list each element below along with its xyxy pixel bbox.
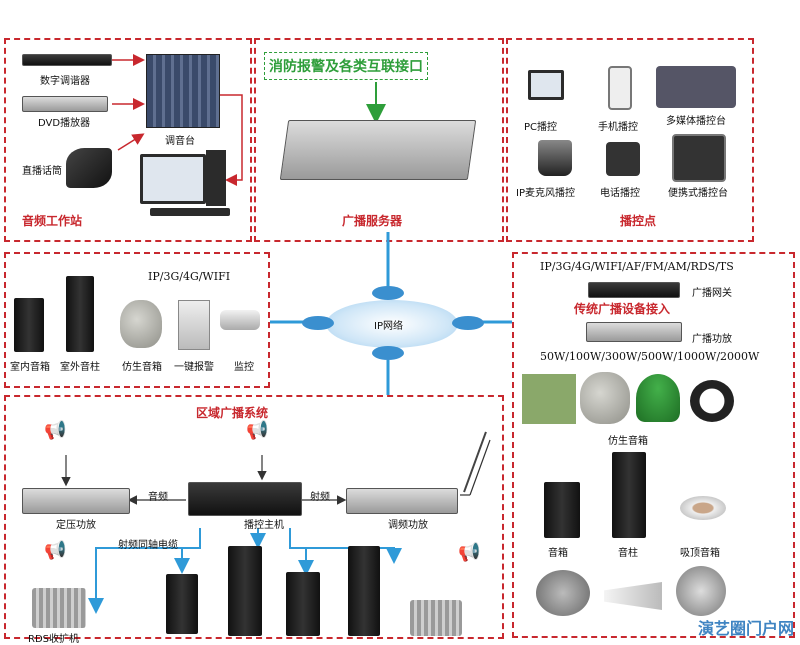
bionic-speaker-device	[120, 300, 162, 348]
broadcast-gateway-device	[588, 282, 680, 298]
multimedia-console-label: 多媒体播控台	[666, 116, 726, 127]
traditional-section	[512, 252, 795, 638]
bionic-rock-device	[580, 372, 630, 424]
ceiling-speaker-label: 吸顶音箱	[680, 548, 720, 559]
fire-alarm-box: 消防报警及各类互联接口	[264, 52, 428, 80]
broadcast-amp-device	[586, 322, 682, 342]
traditional-access-title: 传统广播设备接入	[574, 302, 671, 316]
workstation-tower	[206, 150, 226, 206]
host-label: 播控主机	[244, 520, 284, 531]
power-list-label: 50W/100W/300W/500W/1000W/2000W	[540, 350, 760, 363]
dvd-label: DVD播放器	[38, 118, 91, 129]
control-point-section	[506, 38, 754, 242]
audio-station-section	[4, 38, 252, 242]
right-protocols-label: IP/3G/4G/WIFI/AF/FM/AM/RDS/TS	[540, 260, 734, 273]
panda-speaker-device	[690, 380, 734, 422]
pc-control-label: PC播控	[524, 122, 558, 133]
outdoor-column-label: 室外音柱	[60, 362, 100, 373]
mobile-control-device	[608, 66, 632, 110]
broadcast-host-device	[188, 482, 302, 516]
workstation-keyboard	[150, 208, 230, 216]
horn-speaker-icon: 📢	[458, 542, 481, 563]
traditional-column-device	[612, 452, 646, 538]
indoor-speaker-label: 室内音箱	[10, 362, 50, 373]
outdoor-column-device	[66, 276, 94, 352]
broadcast-server-section	[254, 38, 504, 242]
amp-label: 广播功放	[692, 334, 732, 345]
horn-speaker-icon: 📢	[246, 420, 269, 441]
ip-mic-device	[538, 140, 572, 176]
horn-cluster-device	[676, 566, 726, 616]
portable-console-device	[672, 134, 726, 182]
ip-network-cloud	[326, 300, 458, 348]
traditional-speaker-device	[544, 482, 580, 538]
broadcast-server-device	[279, 120, 477, 180]
ip-mic-label: IP麦克风播控	[516, 188, 575, 199]
mixer-label: 调音台	[165, 136, 195, 147]
traditional-column-label: 音柱	[618, 548, 638, 559]
gateway-label: 广播网关	[692, 288, 732, 299]
mixer-device	[146, 54, 220, 128]
router-icon	[452, 316, 484, 330]
rds-receiver-device	[32, 588, 86, 628]
alarm-label: 一键报警	[174, 362, 214, 373]
telephone-device	[606, 142, 640, 176]
regional-title: 区域广播系统	[196, 406, 269, 420]
fm-amp-label: 调频功放	[388, 520, 428, 531]
rds-receiver-device	[410, 600, 462, 636]
horn-speaker-icon: 📢	[44, 420, 67, 441]
indoor-speaker-device	[14, 298, 44, 352]
tuner-label: 数字调谐器	[40, 76, 90, 87]
rds-label: RDS收扩机	[28, 634, 79, 645]
regional-section	[4, 395, 504, 639]
coax-label: 射频同轴电缆	[118, 540, 178, 551]
left-protocols-label: IP/3G/4G/WIFI	[148, 270, 231, 283]
multimedia-console-device	[656, 66, 736, 108]
dvd-player-device	[22, 96, 108, 112]
workstation-monitor	[140, 154, 206, 204]
tel-control-label: 电话播控	[600, 188, 640, 199]
ip-network-label: IP网络	[374, 321, 403, 332]
mic-label: 直播话筒	[22, 166, 62, 177]
audio-link-label: 音频	[148, 492, 168, 503]
mushroom-speaker-device	[636, 374, 680, 422]
traditional-speaker-label: 音箱	[548, 548, 568, 559]
camera-device	[220, 310, 260, 330]
digital-tuner-device	[22, 54, 112, 66]
broadcast-server-title: 广播服务器	[342, 214, 403, 228]
rf-link-label: 射频	[310, 492, 330, 503]
control-point-title: 播控点	[620, 214, 657, 228]
bionic-speaker-label: 仿生音箱	[122, 362, 162, 373]
camera-label: 监控	[234, 362, 254, 373]
router-icon	[302, 316, 334, 330]
const-amp-label: 定压功放	[56, 520, 96, 531]
regional-speaker-device	[286, 572, 320, 636]
pc-control-device	[528, 70, 564, 100]
alarm-button-device	[178, 300, 210, 350]
router-icon	[372, 286, 404, 300]
portable-console-label: 便携式播控台	[668, 188, 728, 199]
fm-amp-device	[346, 488, 458, 514]
ceiling-speaker-device	[680, 496, 726, 520]
bionic-rock-device	[522, 374, 576, 424]
horn-speaker-device	[536, 570, 590, 616]
mobile-control-label: 手机播控	[598, 122, 638, 133]
terminal-section	[4, 252, 270, 388]
microphone-device	[66, 148, 112, 188]
traditional-bionic-label: 仿生音箱	[608, 436, 648, 447]
regional-speaker-device	[166, 574, 198, 634]
regional-column-device	[228, 546, 262, 636]
const-voltage-amp-device	[22, 488, 130, 514]
regional-column-device	[348, 546, 380, 636]
audio-station-title: 音频工作站	[22, 214, 83, 228]
horn-speaker-icon: 📢	[44, 540, 67, 561]
watermark-text: 演艺圈门户网	[697, 619, 794, 638]
router-icon	[372, 346, 404, 360]
